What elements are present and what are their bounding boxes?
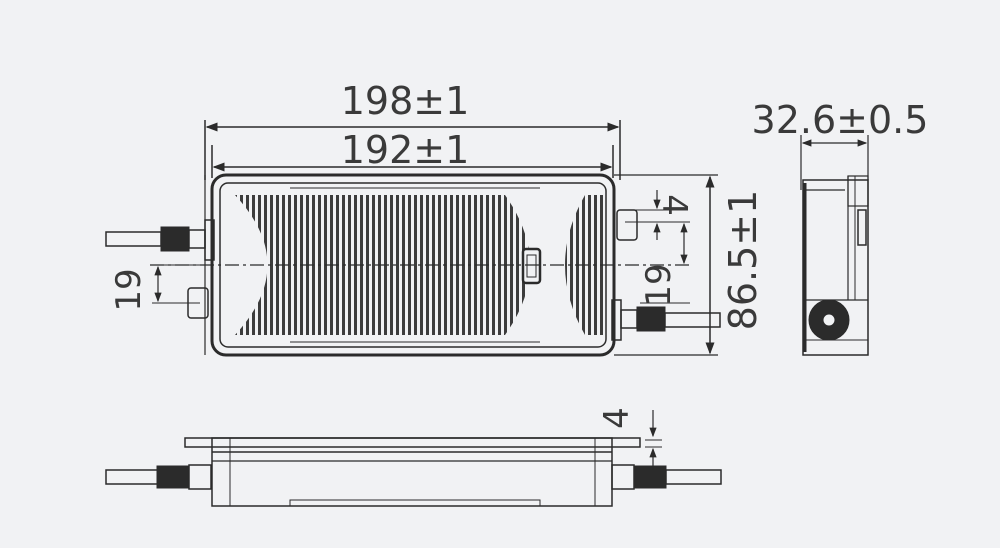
dim-height: 86.5±1 (721, 190, 765, 331)
dim-depth: 32.6±0.5 (752, 98, 929, 142)
dim-overall-length: 198±1 (341, 79, 470, 123)
dim-right-mount-offset: 19 (639, 263, 679, 306)
front-view (105, 410, 722, 507)
dim-front-tab-thickness: 4 (597, 407, 637, 429)
dim-body-length: 192±1 (341, 128, 470, 172)
side-view (800, 135, 869, 356)
dim-mount-tab-top: 4 (654, 194, 694, 216)
top-view (105, 120, 721, 357)
dim-left-mount-offset: 19 (109, 268, 149, 311)
